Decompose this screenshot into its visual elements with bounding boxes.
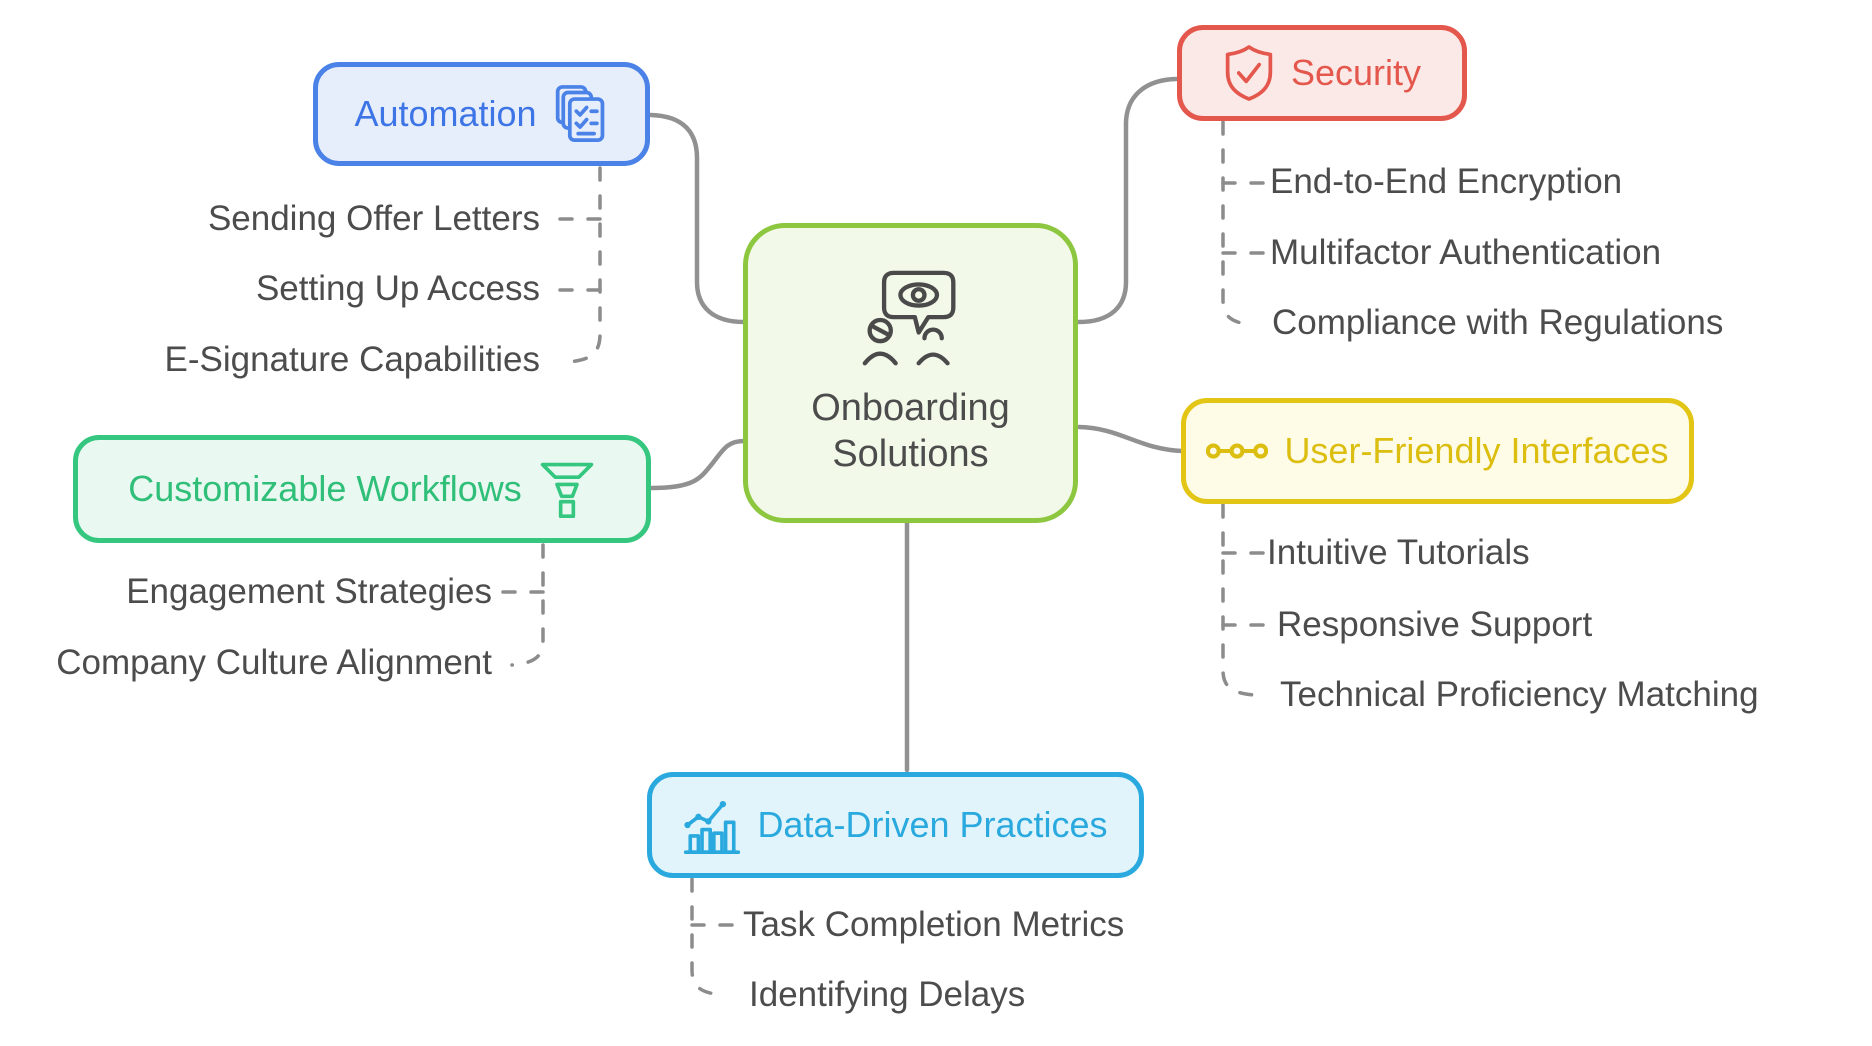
node-label: User-Friendly Interfaces [1284, 430, 1669, 471]
node-label: Data-Driven Practices [757, 804, 1108, 845]
dashed-connector-ddp [690, 877, 725, 997]
dashed-connector-ufi [1221, 503, 1256, 697]
people-observation-icon [861, 269, 961, 371]
leaf-sending-offer-letters: Sending Offer Letters [207, 199, 540, 238]
node-user-friendly-interfaces: User-Friendly Interfaces [1181, 398, 1694, 504]
dashed-connector-automation [566, 166, 602, 364]
node-label: Automation [354, 93, 537, 134]
leaf-e-signature-capabilities: E-Signature Capabilities [164, 340, 540, 379]
leaf-technical-proficiency-matching: Technical Proficiency Matching [1280, 675, 1759, 714]
node-label: Security [1290, 52, 1422, 93]
connector-workflows-root [649, 438, 747, 491]
linked-circles-icon [1206, 438, 1269, 464]
leaf-task-completion-metrics: Task Completion Metrics [743, 905, 1125, 944]
leaf-end-to-end-encryption: End-to-End Encryption [1270, 162, 1623, 201]
node-label: Customizable Workflows [128, 468, 522, 509]
node-customizable-workflows: Customizable Workflows [73, 435, 651, 543]
dashed-connector-workflows [510, 543, 545, 667]
leaf-engagement-strategies: Engagement Strategies [126, 572, 492, 611]
root-label: Onboarding Solutions [811, 387, 1010, 475]
leaf-setting-up-access: Setting Up Access [255, 269, 540, 308]
shield-check-icon [1223, 44, 1275, 102]
leaf-compliance-with-regulations: Compliance with Regulations [1272, 303, 1724, 342]
bar-chart-trend-icon [683, 795, 741, 855]
leaf-responsive-support: Responsive Support [1277, 605, 1593, 644]
checklist-copy-icon [553, 84, 609, 144]
connector-automation-root [648, 112, 747, 325]
node-onboarding-solutions: Onboarding Solutions [743, 223, 1078, 523]
dashed-connector-security [1221, 120, 1256, 327]
connector-root-ufi [1076, 424, 1185, 454]
connector-root-security [1076, 76, 1179, 325]
leaf-multifactor-authentication: Multifactor Authentication [1270, 233, 1662, 272]
node-security: Security [1177, 25, 1467, 121]
funnel-icon [538, 459, 596, 519]
leaf-intuitive-tutorials: Intuitive Tutorials [1267, 533, 1530, 572]
node-data-driven-practices: Data-Driven Practices [647, 772, 1144, 878]
node-automation: Automation [313, 62, 650, 166]
leaf-identifying-delays: Identifying Delays [749, 975, 1026, 1014]
leaf-company-culture-alignment: Company Culture Alignment [56, 643, 492, 682]
